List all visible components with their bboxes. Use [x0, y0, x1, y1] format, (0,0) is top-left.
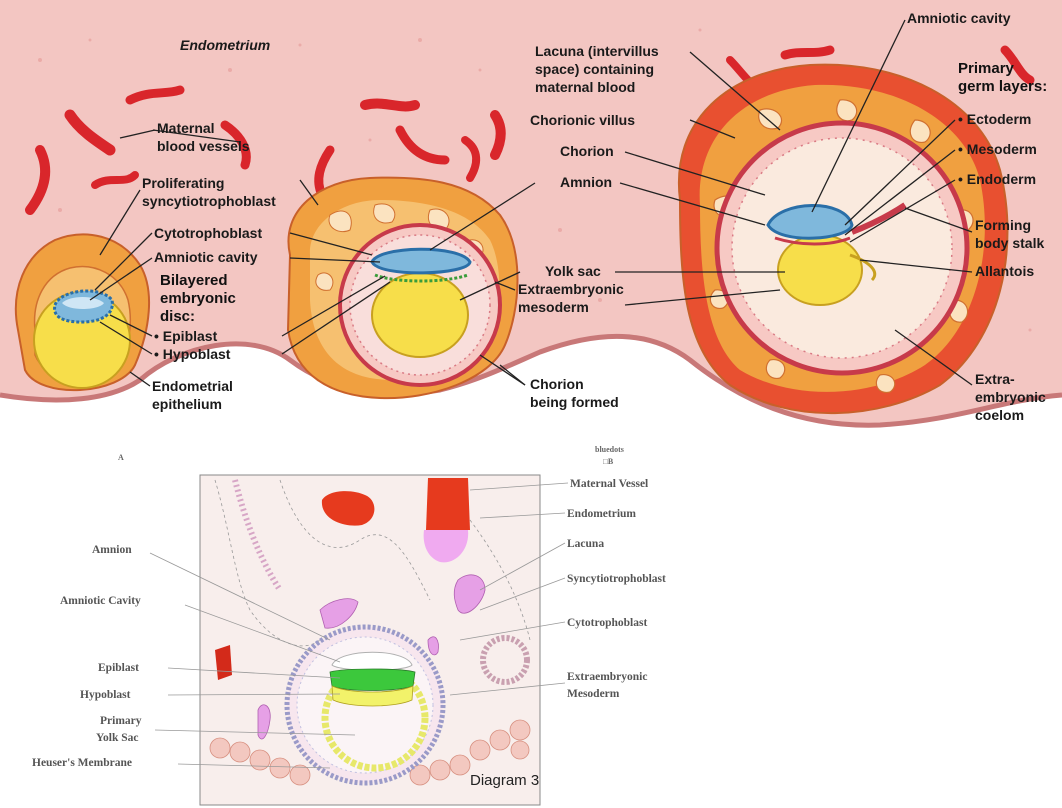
label-amnion: Amnion [560, 174, 612, 190]
label-cytotrophoblast: Cytotrophoblast [154, 225, 262, 241]
label-heusers-membrane: Heuser's Membrane [32, 757, 132, 769]
label-primary-yolk-sac: Primary Yolk Sac [96, 715, 144, 744]
vessel-blob-2 [215, 645, 232, 680]
label-amnion-bottom: Amnion [92, 544, 132, 556]
label-endoderm: • Endoderm [958, 171, 1036, 187]
label-endometrial-epithelium: Endometrial epithelium [152, 378, 237, 412]
label-epiblast: • Epiblast [154, 328, 218, 344]
label-chorion: Chorion [560, 143, 614, 159]
label-hypoblast-bottom: Hypoblast [80, 689, 131, 701]
diagram3-panel [200, 475, 540, 805]
epiblast-layer [330, 669, 415, 691]
label-mesoderm: • Mesoderm [958, 141, 1037, 157]
label-syncytiotrophoblast: Syncytiotrophoblast [567, 573, 666, 585]
label-lacuna-bottom: Lacuna [567, 538, 604, 550]
label-diagram-3: Diagram 3 [470, 772, 539, 789]
label-maternal-vessel: Maternal Vessel [570, 478, 648, 490]
label-endometrium: Endometrium [180, 37, 270, 53]
label-endometrium-bottom: Endometrium [567, 508, 636, 520]
label-hypoblast: • Hypoblast [154, 346, 231, 362]
label-extraembryonic-mesoderm-bottom: Extraembryonic Mesoderm [567, 671, 650, 700]
label-yolk-sac: Yolk sac [545, 263, 601, 279]
label-epiblast-bottom: Epiblast [98, 662, 139, 674]
label-allantois: Allantois [975, 263, 1034, 279]
label-ectoderm: • Ectoderm [958, 111, 1031, 127]
label-amniotic-cavity-left: Amniotic cavity [154, 249, 258, 265]
label-amniotic-cavity-right: Amniotic cavity [907, 10, 1011, 26]
label-amniotic-cavity-bottom: Amniotic Cavity [60, 595, 141, 607]
embryo-day8 [16, 234, 149, 390]
label-cytotrophoblast-bottom: Cytotrophoblast [567, 617, 647, 629]
panel-letter: A [118, 453, 124, 462]
label-chorion-being-formed: Chorion being formed [530, 376, 619, 410]
label-chorionic-villus: Chorionic villus [530, 112, 635, 128]
maternal-vessel-shape [426, 478, 470, 530]
embryo-day9 [288, 178, 518, 399]
legend-text: bluedots □B [595, 445, 626, 466]
